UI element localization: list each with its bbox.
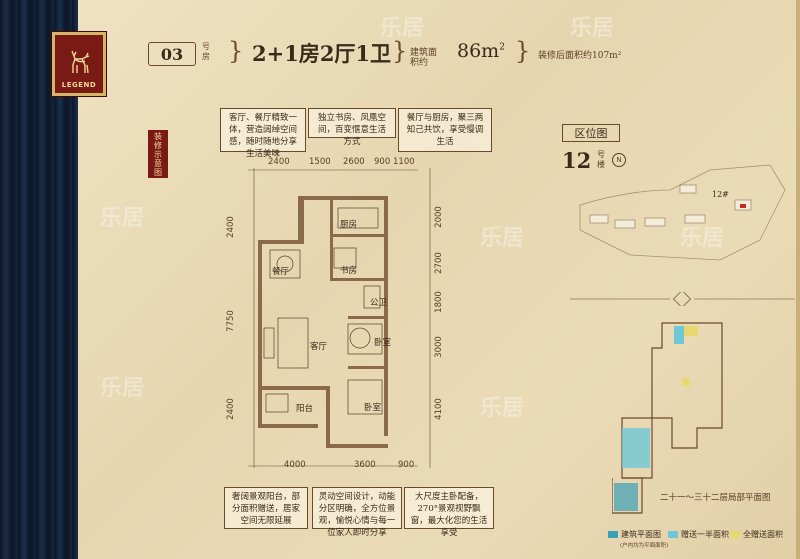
dim-left-3: 2400 <box>225 398 236 420</box>
watermark: 乐居 <box>100 376 145 401</box>
room-living: 客厅 <box>310 342 328 352</box>
dim-top-3: 2600 <box>343 157 365 167</box>
dim-left-2: 7750 <box>225 310 236 332</box>
room-bedroom-2: 卧室 <box>364 403 382 413</box>
dim-left-1: 2400 <box>225 216 236 238</box>
dim-top-5: 1100 <box>393 157 415 167</box>
legend-item-half: 赠送一半面积 <box>668 529 729 540</box>
note-bottom-mid: 灵动空间设计，动能分区明确，全方位景观，愉悦心情与每一位家人即时分享 <box>312 487 402 538</box>
room-bedroom-1: 卧室 <box>374 338 392 348</box>
brochure-panel <box>78 0 800 559</box>
building-number: 12 <box>562 148 592 173</box>
legend-swatch <box>730 531 740 538</box>
note-bottom-right: 大尺度主卧配备，270°景观视野飘窗，最大化您的生活享受 <box>404 487 494 538</box>
room-study: 书房 <box>340 266 358 276</box>
dim-right-2: 2700 <box>433 252 444 274</box>
watermark: 乐居 <box>570 16 615 41</box>
legend-swatch <box>668 531 678 538</box>
dim-bottom-2: 3600 <box>354 460 376 470</box>
note-top-left: 客厅、餐厅精致一体，营造阔绰空间感，随时随地分享生活美味 <box>220 108 306 159</box>
brace-open-2: } <box>392 37 408 65</box>
dim-right-4: 3000 <box>433 336 444 358</box>
side-tag: 装修示意图 <box>148 130 168 178</box>
panel-edge <box>796 0 800 559</box>
watermark: 乐居 <box>480 396 525 421</box>
layout-title: 2+1房2厅1卫 <box>252 41 392 66</box>
room-balcony: 阳台 <box>296 404 314 414</box>
site-map <box>579 164 786 261</box>
legend-item-building: 建筑平面图 <box>608 529 661 540</box>
legend-item-full: 全赠送面积 <box>730 529 783 540</box>
room-bath: 公卫 <box>370 298 388 308</box>
deer-icon <box>71 50 90 74</box>
brace-close: } <box>515 37 531 65</box>
compass-icon: N <box>612 153 626 167</box>
map-building-label: 12# <box>712 190 729 199</box>
brace-open: } <box>228 37 244 65</box>
brand-logo: LEGEND <box>51 31 107 97</box>
note-top-right: 餐厅与厨房，聚三两知己共饮，享受慢调生活 <box>398 108 492 152</box>
dim-top-1: 2400 <box>268 157 290 167</box>
logo-text: LEGEND <box>61 81 97 89</box>
divider-ornament <box>570 292 795 306</box>
watermark: 乐居 <box>480 226 525 251</box>
floor-plan <box>248 168 431 468</box>
watermark: 乐居 <box>380 16 425 41</box>
deco-area: 装修后面积约107m² <box>538 51 622 61</box>
location-title: 区位图 <box>562 124 620 142</box>
legend-swatch <box>608 531 618 538</box>
room-dining: 餐厅 <box>272 267 290 277</box>
dim-bottom-1: 4000 <box>284 460 306 470</box>
floor-mini-plan <box>612 322 723 514</box>
room-kitchen: 厨房 <box>340 220 358 230</box>
area-label: 建筑面积约 <box>410 48 438 68</box>
note-top-mid: 独立书房、凤凰空间，百变惬意生活方式 <box>308 108 396 147</box>
dim-right-3: 1800 <box>433 291 444 313</box>
dim-right-1: 2000 <box>433 206 444 228</box>
dim-top-4: 900 <box>374 157 391 167</box>
watermark: 乐居 <box>100 206 145 231</box>
floor-caption: 二十一～三十二层局部平面图 <box>660 493 771 503</box>
dim-bottom-3: 900 <box>398 460 415 470</box>
area-value: 86m2 <box>457 40 505 62</box>
unit-suffix: 号房 <box>202 42 210 61</box>
building-label: 号楼 <box>597 150 605 169</box>
dim-top-2: 1500 <box>309 157 331 167</box>
legend-sub: (户内均为平面面积) <box>620 543 669 549</box>
dim-right-5: 4100 <box>433 398 444 420</box>
unit-number: 03 <box>148 42 196 66</box>
note-bottom-left: 奢阔景观阳台，部分面积赠送，居家空间无限延展 <box>224 487 308 529</box>
watermark: 乐居 <box>680 226 725 251</box>
